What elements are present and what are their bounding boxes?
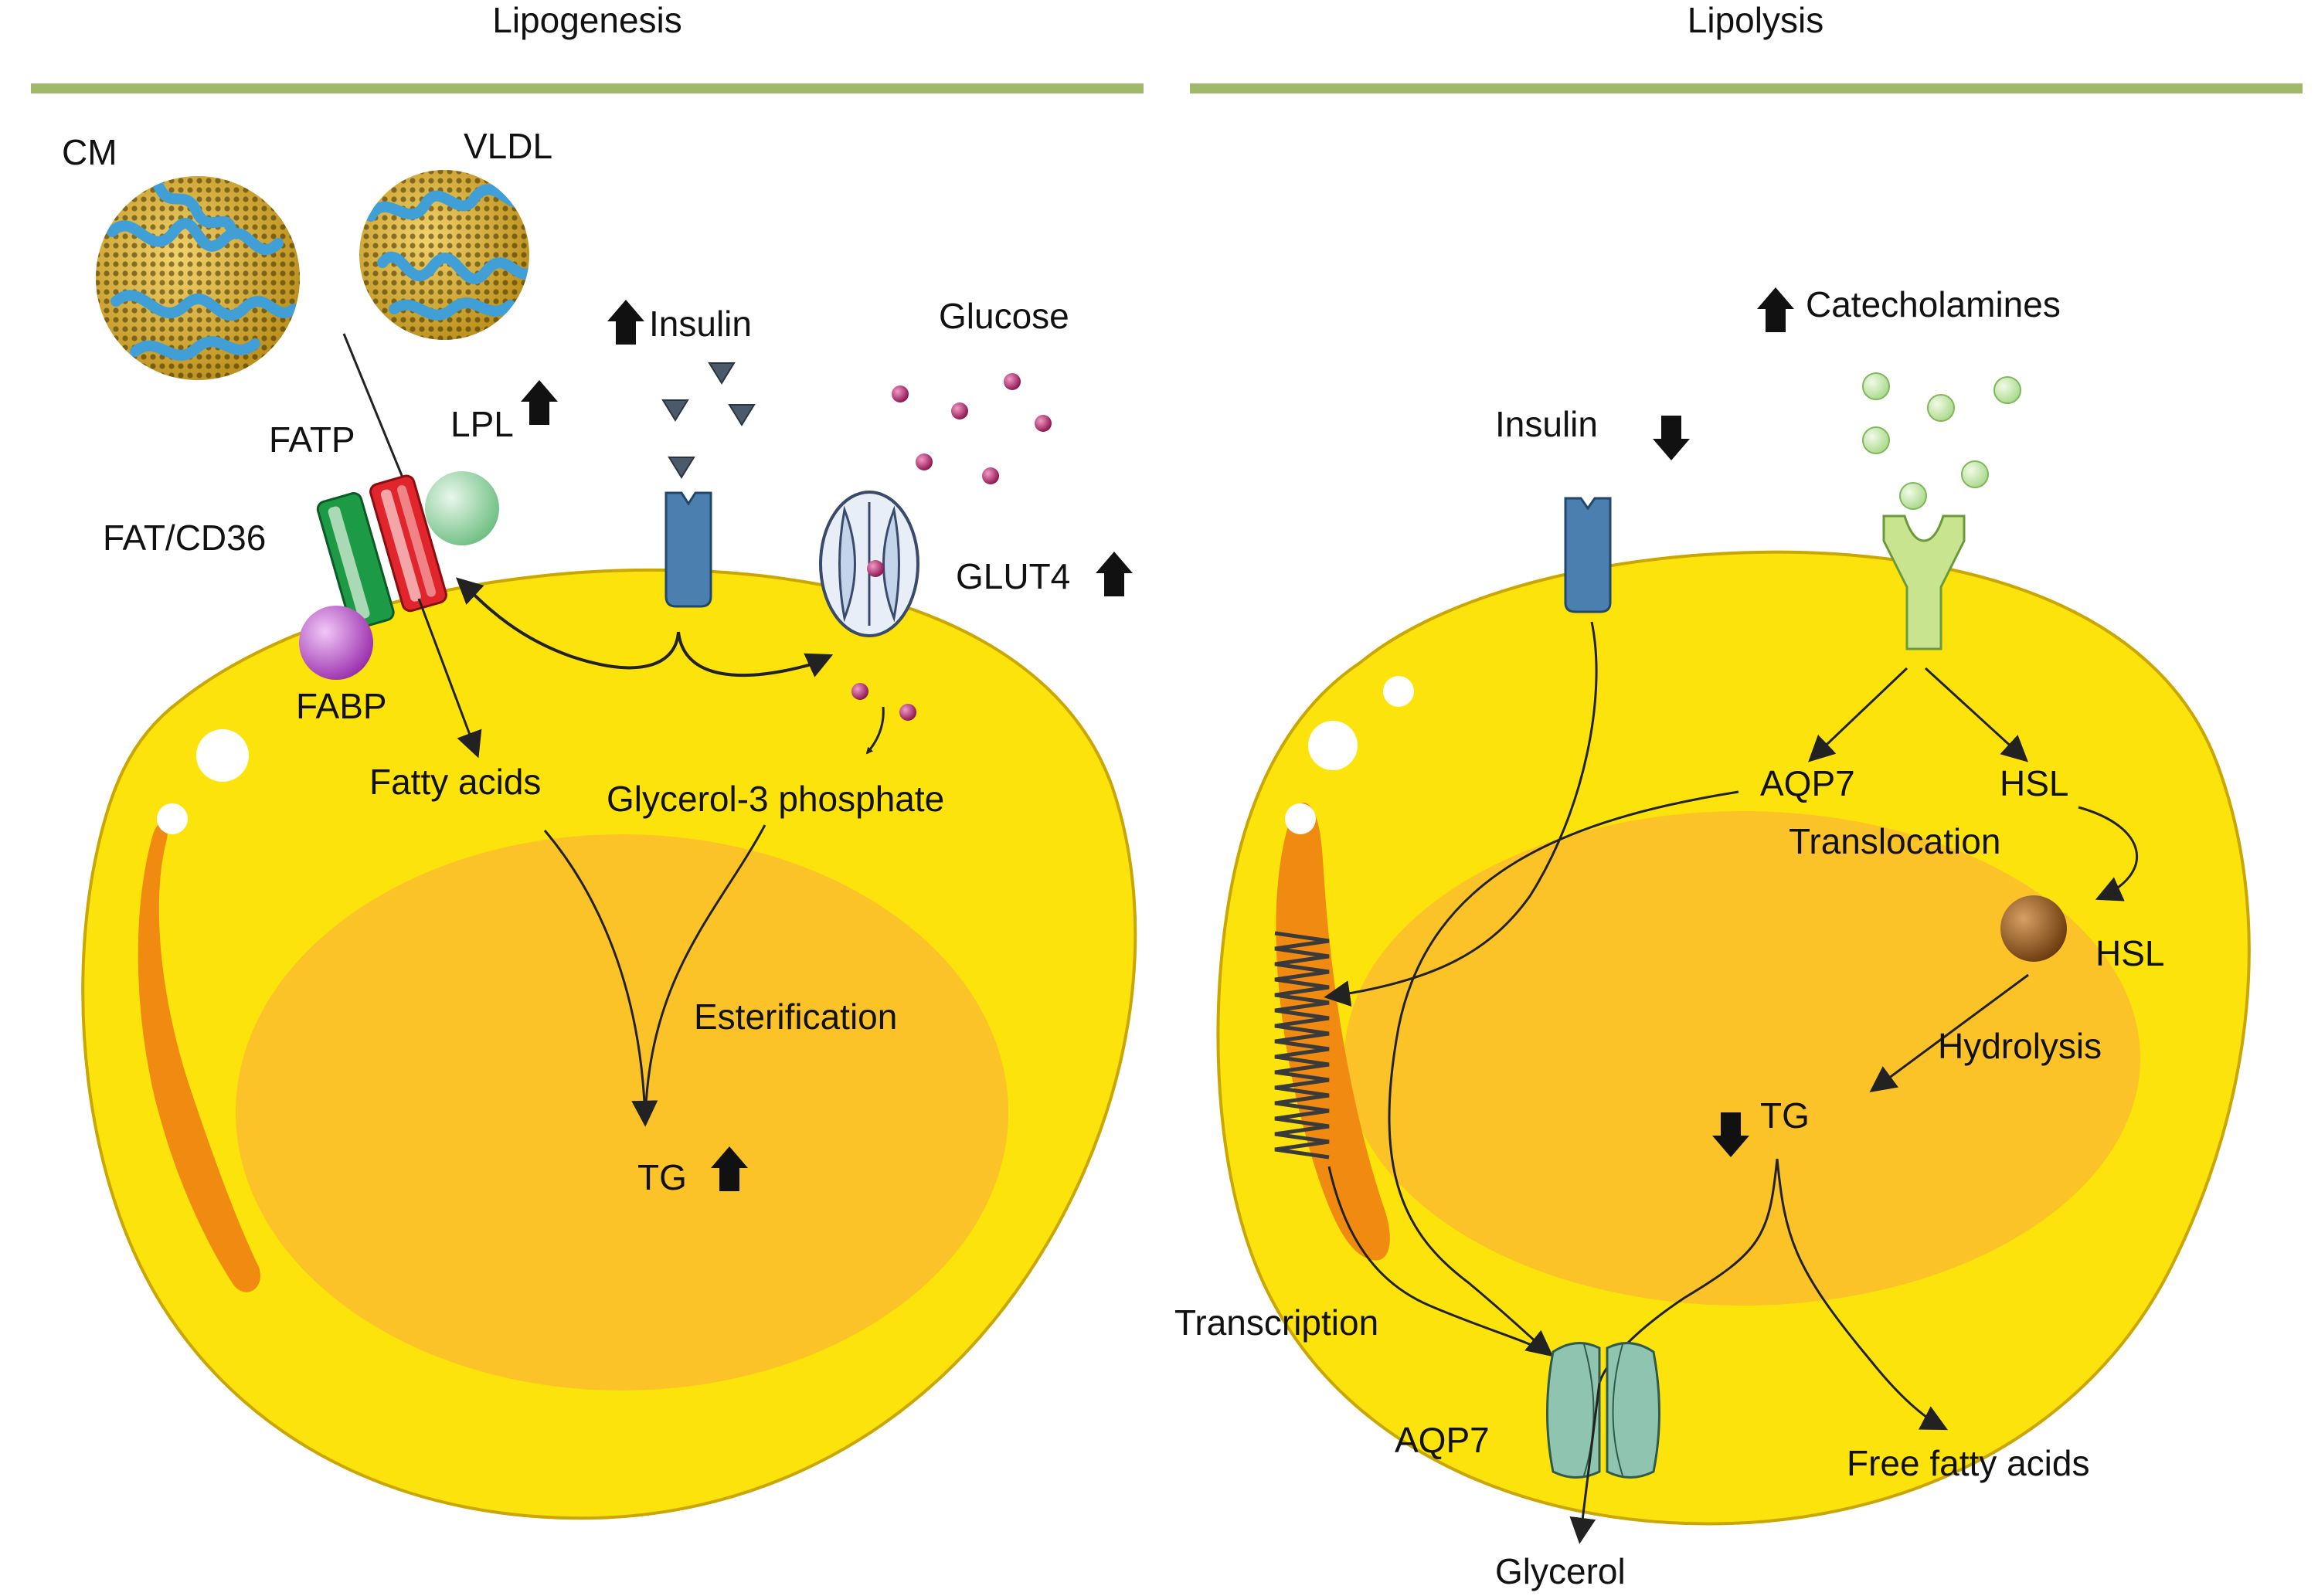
insulin-label: Insulin <box>649 304 752 344</box>
glycerol-label: Glycerol <box>1495 1551 1626 1591</box>
catecholamines-up-arrow <box>1757 287 1794 332</box>
insulin-up-arrow <box>607 300 644 345</box>
lpl-enzyme <box>425 471 499 545</box>
insulin-receptor <box>664 491 712 608</box>
tg-label: TG <box>637 1157 687 1197</box>
receptor-to-hsl-arrow <box>1924 667 2029 762</box>
free-fatty-acids-label: Free fatty acids <box>1847 1443 2089 1483</box>
glut4-up-arrow <box>1096 552 1133 596</box>
aqp7-translocation-arrow <box>1388 790 1739 1357</box>
hsl-active-label: HSL <box>2095 933 2164 973</box>
nucleus <box>236 834 1008 1391</box>
glycerol-3-phosphate-label: Glycerol-3 phosphate <box>607 779 944 819</box>
receptor-to-aqp7-arrow <box>1808 667 1908 762</box>
cm-label: CM <box>62 132 117 172</box>
adipocyte-lipolysis: Catecholamines Insulin AQP7 HSL Transloc… <box>1174 284 2251 1591</box>
glucose-label: Glucose <box>939 296 1069 336</box>
translocation-label: Translocation <box>1789 821 2000 861</box>
insulin-receptor <box>1564 497 1612 613</box>
insulin-label-right: Insulin <box>1495 404 1598 444</box>
lipolysis-header-rule <box>1190 83 2303 93</box>
lipolysis-title: Lipolysis <box>1688 0 1823 40</box>
insulin-signal-to-glut4 <box>677 631 834 677</box>
glut4-transporter <box>819 491 919 637</box>
fabp-label: FABP <box>296 686 387 726</box>
tg-up-arrow <box>711 1146 748 1191</box>
lipogenesis-header-rule <box>31 83 1144 93</box>
aqp7-top-label: AQP7 <box>1760 763 1855 803</box>
vldl-particle <box>359 170 529 340</box>
insulin-to-transcription-arrow <box>1324 621 1598 1007</box>
tg-label-right: TG <box>1760 1095 1810 1136</box>
mitochondrion <box>138 823 260 1292</box>
lpl-label: LPL <box>450 404 514 444</box>
adipocyte-lipogenesis: CM VLDL FATP LPL FA <box>62 126 1137 1520</box>
catecholamine-molecules <box>1862 372 2021 510</box>
tg-to-ffa-arrow <box>1776 1158 1949 1431</box>
fatp-to-fatty-acids-arrow <box>417 598 482 759</box>
glut4-label: GLUT4 <box>956 556 1070 596</box>
glycerol-exit-arrow <box>1569 1382 1601 1544</box>
lipogenesis-title: Lipogenesis <box>492 0 682 40</box>
g3p-to-tg-arrow <box>644 824 766 1122</box>
fat-cd36-transporter <box>316 492 395 630</box>
glucose-to-g3p-arrow <box>865 706 885 755</box>
mitochondrion <box>1276 803 1390 1261</box>
fatty-acids-label: Fatty acids <box>369 762 541 802</box>
aqp7-channel-label: AQP7 <box>1395 1420 1490 1460</box>
aqp7-channel <box>1546 1342 1660 1479</box>
insulin-down-arrow <box>1653 416 1690 460</box>
fat-cd36-label: FAT/CD36 <box>103 518 266 558</box>
tg-down-arrow <box>1712 1112 1749 1157</box>
nucleus <box>1344 811 2140 1306</box>
lpl-up-arrow <box>521 380 558 425</box>
lipid-droplet <box>196 729 249 782</box>
adrenergic-receptor <box>1882 514 1966 650</box>
glucose-molecules <box>892 373 1052 484</box>
fatp-label: FATP <box>269 419 355 460</box>
transcription-line <box>1327 1166 1550 1355</box>
fatp-uptake-line <box>342 333 411 495</box>
vldl-label: VLDL <box>464 126 552 166</box>
transcription-label: Transcription <box>1174 1302 1378 1343</box>
hsl-enzyme <box>2000 895 2067 962</box>
insulin-signal-to-fatp <box>455 577 680 670</box>
insulin-molecules <box>661 362 756 479</box>
fatty-acids-to-tg-arrow <box>543 830 658 1127</box>
lipid-droplet <box>1383 676 1414 707</box>
hsl-to-tg-arrow <box>1869 973 2029 1093</box>
fatp-transporter <box>369 474 447 613</box>
fabp-protein <box>299 606 373 680</box>
catecholamines-label: Catecholamines <box>1806 284 2061 324</box>
hsl-activation-arrow <box>2078 806 2139 902</box>
lipid-droplet <box>157 803 188 834</box>
lipolysis-header: Lipolysis <box>1190 0 2303 93</box>
lipid-droplet <box>1308 721 1358 770</box>
cm-particle <box>96 176 300 380</box>
dna-gene <box>1274 931 1330 1160</box>
esterification-label: Esterification <box>694 997 897 1037</box>
intracellular-glucose <box>851 683 916 721</box>
lipogenesis-header: Lipogenesis <box>31 0 1144 93</box>
hsl-top-label: HSL <box>2000 763 2068 803</box>
lipid-droplet <box>1285 803 1316 834</box>
hydrolysis-label: Hydrolysis <box>1938 1026 2102 1066</box>
